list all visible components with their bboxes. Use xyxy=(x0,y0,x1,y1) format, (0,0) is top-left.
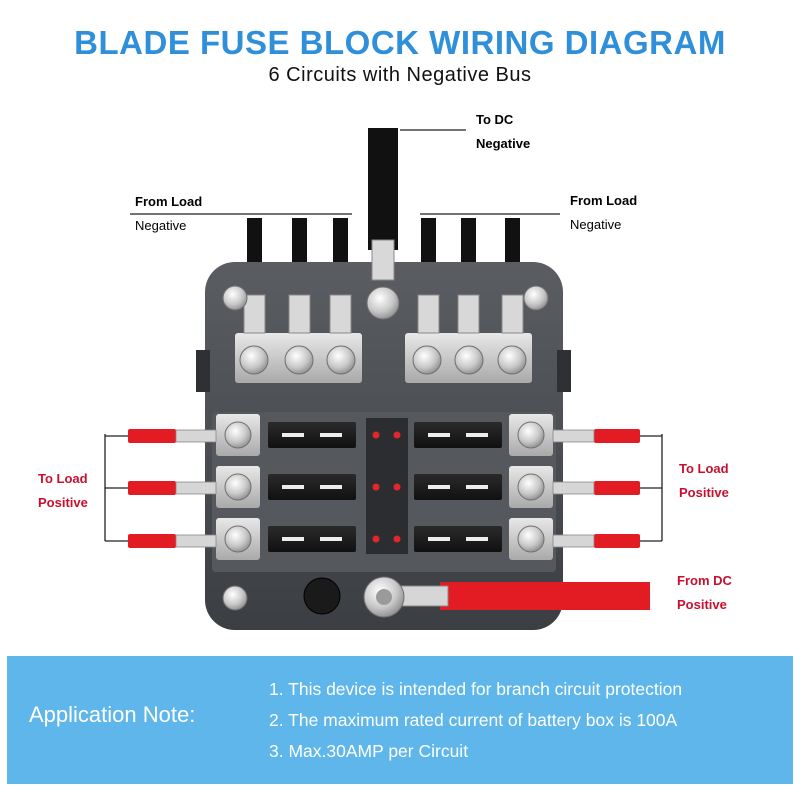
label-to-load-positive-right-line2: Positive xyxy=(679,485,729,500)
label-from-load-negative-left-line1: From Load xyxy=(135,194,203,209)
label-to-load-positive-left: To Load Positive xyxy=(38,467,88,515)
indicator-leds xyxy=(372,431,401,543)
application-note-title: Application Note: xyxy=(29,702,196,727)
label-from-dc-positive-line1: From DC xyxy=(677,573,732,588)
label-from-load-negative-right: From Load Negative xyxy=(570,189,637,237)
label-to-load-positive-right-line1: To Load xyxy=(679,461,729,476)
screws xyxy=(222,285,549,615)
application-note-panel: Application Note: 1. This device is inte… xyxy=(7,656,793,784)
label-from-load-negative-left: From Load Negative xyxy=(135,190,202,238)
label-to-load-positive-left-line2: Positive xyxy=(38,495,88,510)
application-note-list: 1. This device is intended for branch ci… xyxy=(269,674,682,767)
application-note-item: 3. Max.30AMP per Circuit xyxy=(269,741,469,761)
application-note-item: 1. This device is intended for branch ci… xyxy=(269,679,683,699)
label-from-load-negative-left-line2: Negative xyxy=(135,218,187,233)
diagram-subtitle: 6 Circuits with Negative Bus xyxy=(268,64,532,86)
label-to-dc-negative-line1: To DC xyxy=(476,112,514,127)
main-positive-input xyxy=(363,576,650,618)
label-from-dc-positive: From DC Positive xyxy=(677,569,732,617)
ring-terminals-negative xyxy=(243,239,524,334)
fuse-slots xyxy=(268,422,502,552)
label-from-dc-positive-line2: Positive xyxy=(677,597,727,612)
application-note-item: 2. The maximum rated current of battery … xyxy=(269,710,678,730)
diagram-title: BLADE FUSE BLOCK WIRING DIAGRAM xyxy=(74,24,726,61)
positive-load-wires xyxy=(105,429,662,548)
label-to-dc-negative-line2: Negative xyxy=(476,136,531,151)
label-to-load-positive-left-line1: To Load xyxy=(38,471,88,486)
positive-terminal-pads xyxy=(216,414,553,560)
label-from-load-negative-right-line1: From Load xyxy=(570,193,638,208)
label-from-load-negative-right-line2: Negative xyxy=(570,217,622,232)
label-to-load-positive-right: To Load Positive xyxy=(679,457,729,505)
label-to-dc-negative: To DC Negative xyxy=(476,108,530,156)
